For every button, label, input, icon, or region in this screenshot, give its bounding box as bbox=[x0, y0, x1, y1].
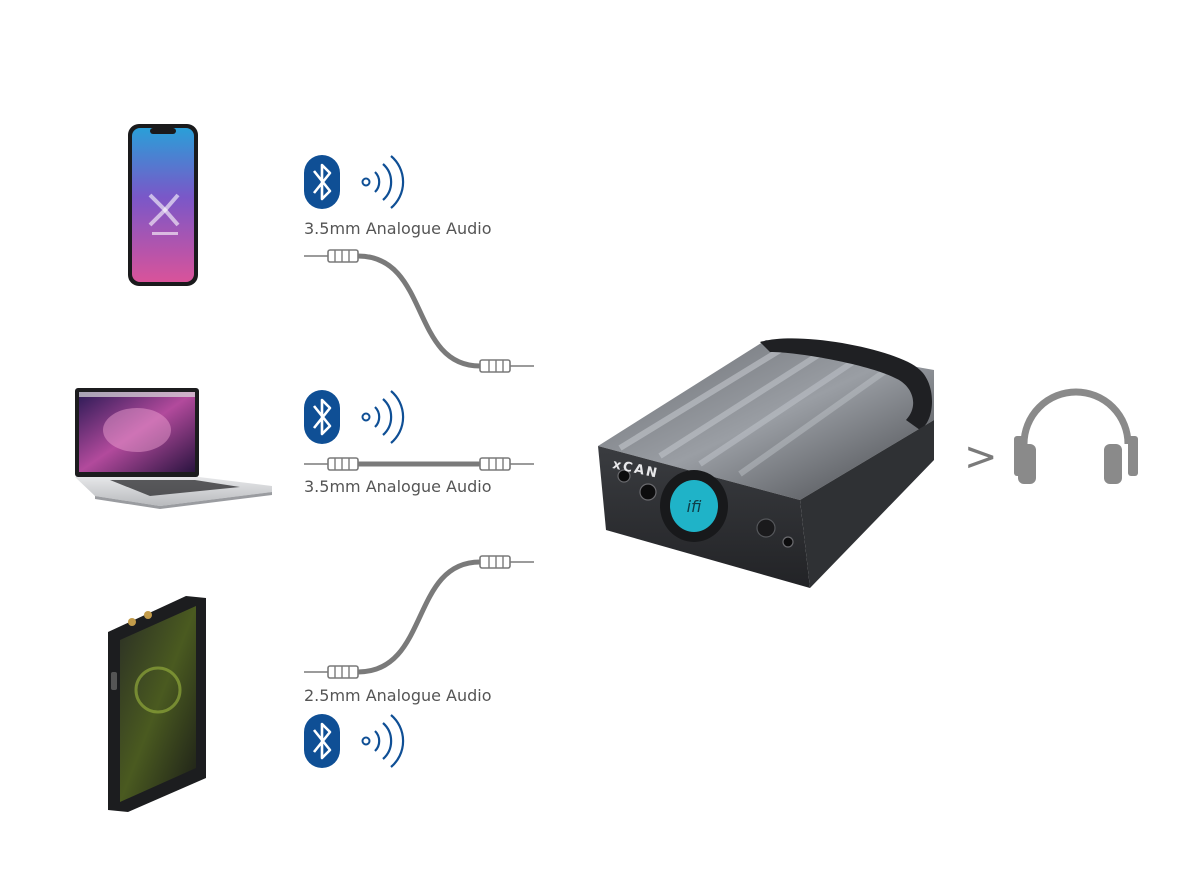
audio-cable-icon bbox=[304, 457, 534, 471]
phone-icon bbox=[128, 124, 198, 286]
connection-label-phone: 3.5mm Analogue Audio bbox=[304, 219, 492, 238]
wireless-signal-icon bbox=[361, 155, 405, 209]
wireless-signal-icon bbox=[361, 714, 405, 768]
headphones-icon bbox=[1014, 388, 1138, 484]
headphone-amplifier: ifi xCAN bbox=[598, 338, 934, 588]
wireless-signal-icon bbox=[361, 390, 405, 444]
knob-logo-text: ifi bbox=[687, 497, 702, 516]
connection-label-laptop: 3.5mm Analogue Audio bbox=[304, 477, 492, 496]
audio-cable-icon bbox=[304, 249, 534, 373]
arrow-glyph: > bbox=[964, 434, 998, 480]
connection-label-music-player: 2.5mm Analogue Audio bbox=[304, 686, 492, 705]
bluetooth-icon bbox=[304, 155, 340, 209]
bluetooth-icon bbox=[304, 390, 340, 444]
audio-cable-icon bbox=[304, 555, 534, 679]
laptop-icon bbox=[75, 388, 272, 509]
music-player-icon bbox=[108, 596, 206, 812]
bluetooth-icon bbox=[304, 714, 340, 768]
